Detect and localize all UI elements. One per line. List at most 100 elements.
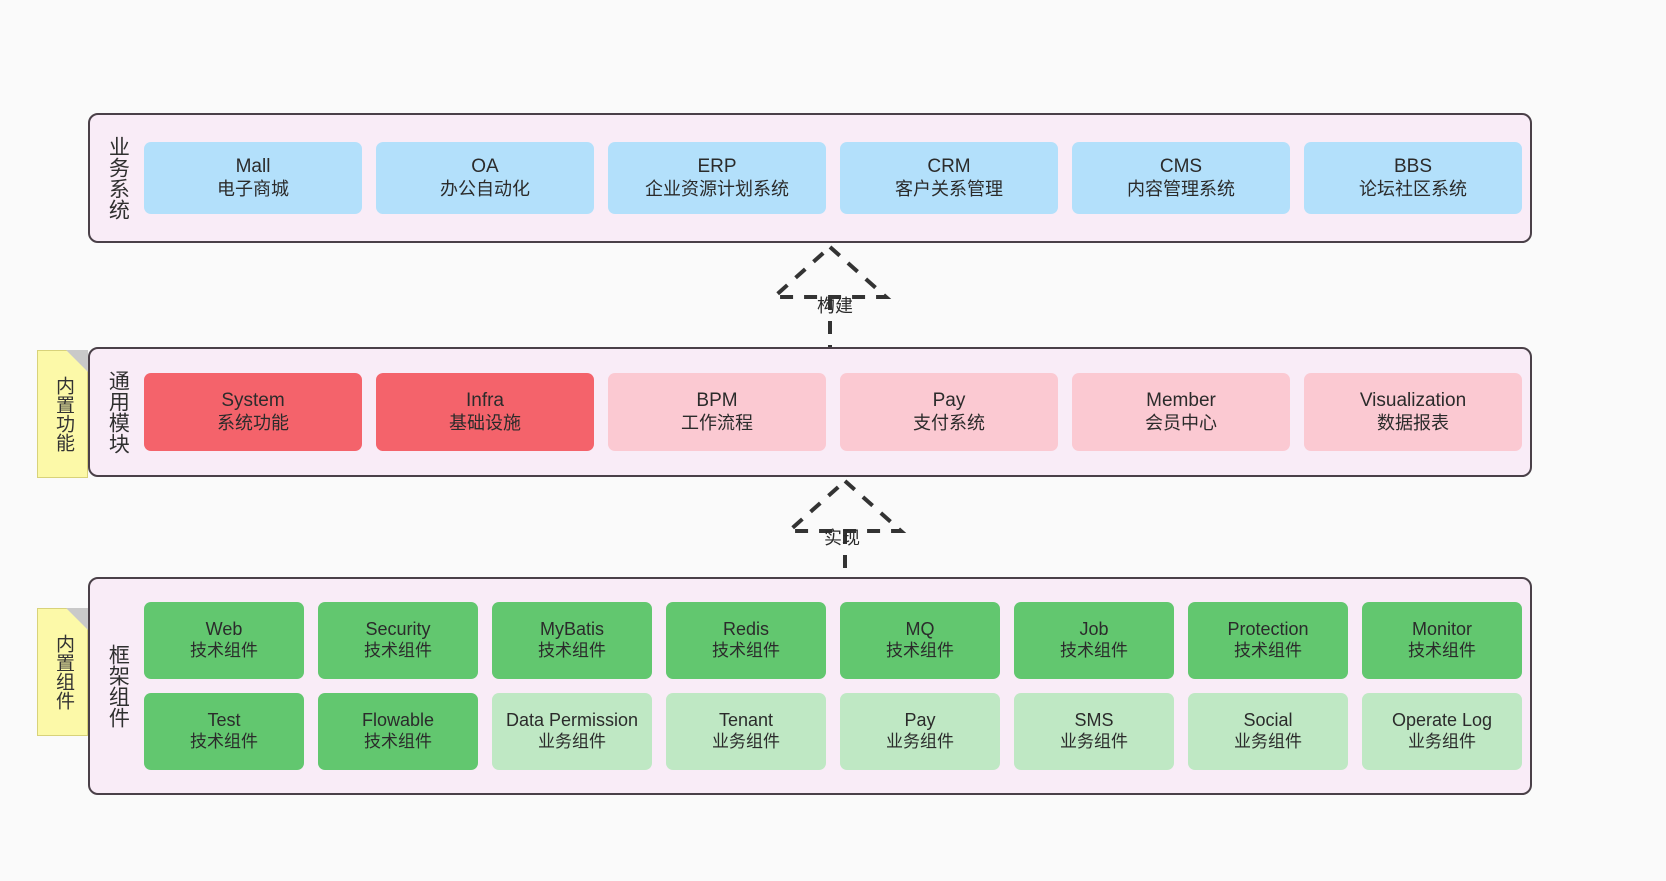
node-erp[interactable]: ERP 企业资源计划系统 (608, 142, 826, 214)
sticky-note-builtin-components: 内置组件 (37, 608, 88, 736)
node-title: Social (1243, 710, 1293, 731)
node-title: Member (1146, 390, 1216, 412)
node-subtitle: 技术组件 (190, 641, 258, 661)
node-subtitle: 技术组件 (712, 641, 780, 661)
node-subtitle: 业务组件 (1060, 732, 1128, 752)
connector-label-build: 构建 (817, 296, 853, 316)
node-subtitle: 技术组件 (364, 732, 432, 752)
node-title: Pay (904, 710, 936, 731)
node-title: BPM (696, 390, 738, 412)
node-cms[interactable]: CMS 内容管理系统 (1072, 142, 1290, 214)
box-row: Test 技术组件 Flowable 技术组件 Data Permission … (144, 693, 1522, 770)
node-subtitle: 办公自动化 (440, 178, 530, 199)
node-subtitle: 技术组件 (886, 641, 954, 661)
node-title: Redis (722, 619, 770, 640)
node-subtitle: 企业资源计划系统 (645, 178, 789, 199)
sticky-note-label: 内置组件 (52, 634, 74, 710)
node-title: Flowable (361, 710, 435, 731)
node-mall[interactable]: Mall 电子商城 (144, 142, 362, 214)
node-subtitle: 工作流程 (681, 412, 753, 433)
node-pay-component[interactable]: Pay 业务组件 (840, 693, 1000, 770)
node-title: Web (205, 619, 243, 640)
node-subtitle: 论坛社区系统 (1359, 178, 1467, 199)
node-title: Pay (932, 390, 966, 412)
arrowhead-triangle (768, 244, 892, 299)
node-mq[interactable]: MQ 技术组件 (840, 602, 1000, 679)
node-title: Data Permission (505, 710, 639, 731)
node-title: CRM (927, 156, 971, 178)
node-member[interactable]: Member 会员中心 (1072, 373, 1290, 451)
node-monitor[interactable]: Monitor 技术组件 (1362, 602, 1522, 679)
layer-body-common-modules: System 系统功能 Infra 基础设施 BPM 工作流程 Pay 支付系统… (134, 349, 1530, 475)
node-protection[interactable]: Protection 技术组件 (1188, 602, 1348, 679)
box-row: System 系统功能 Infra 基础设施 BPM 工作流程 Pay 支付系统… (144, 373, 1522, 451)
sticky-note-label: 内置功能 (52, 376, 74, 452)
node-subtitle: 业务组件 (538, 732, 606, 752)
node-crm[interactable]: CRM 客户关系管理 (840, 142, 1058, 214)
node-visualization[interactable]: Visualization 数据报表 (1304, 373, 1522, 451)
node-title: BBS (1393, 156, 1433, 178)
node-subtitle: 技术组件 (1060, 641, 1128, 661)
node-title: SMS (1074, 710, 1114, 731)
node-subtitle: 技术组件 (190, 732, 258, 752)
node-bpm[interactable]: BPM 工作流程 (608, 373, 826, 451)
node-subtitle: 内容管理系统 (1127, 178, 1235, 199)
node-redis[interactable]: Redis 技术组件 (666, 602, 826, 679)
node-subtitle: 数据报表 (1377, 412, 1449, 433)
page-fold-icon (66, 350, 88, 372)
page-fold-icon (66, 608, 88, 630)
node-title: Monitor (1411, 619, 1473, 640)
node-subtitle: 基础设施 (449, 412, 521, 433)
node-test[interactable]: Test 技术组件 (144, 693, 304, 770)
node-title: Operate Log (1391, 710, 1493, 731)
node-tenant[interactable]: Tenant 业务组件 (666, 693, 826, 770)
node-title: MQ (905, 619, 935, 640)
sticky-note-builtin-features: 内置功能 (37, 350, 88, 478)
node-title: OA (471, 156, 499, 178)
node-bbs[interactable]: BBS 论坛社区系统 (1304, 142, 1522, 214)
node-social[interactable]: Social 业务组件 (1188, 693, 1348, 770)
node-mybatis[interactable]: MyBatis 技术组件 (492, 602, 652, 679)
node-title: Tenant (718, 710, 774, 731)
node-title: Visualization (1359, 390, 1467, 412)
node-title: MyBatis (539, 619, 604, 640)
node-subtitle: 电子商城 (217, 178, 289, 199)
node-subtitle: 技术组件 (1234, 641, 1302, 661)
node-title: Job (1079, 619, 1109, 640)
node-title: Security (365, 619, 431, 640)
node-subtitle: 业务组件 (886, 732, 954, 752)
node-title: ERP (697, 156, 737, 178)
node-data-permission[interactable]: Data Permission 业务组件 (492, 693, 652, 770)
node-subtitle: 系统功能 (217, 412, 289, 433)
connector-label-implement: 实现 (824, 528, 860, 548)
node-subtitle: 支付系统 (913, 412, 985, 433)
layer-label-business-systems: 业务系统 (106, 136, 130, 220)
node-oa[interactable]: OA 办公自动化 (376, 142, 594, 214)
node-title: Mall (235, 156, 271, 178)
layer-label-common-modules: 通用模块 (106, 370, 130, 454)
node-operate-log[interactable]: Operate Log 业务组件 (1362, 693, 1522, 770)
node-system[interactable]: System 系统功能 (144, 373, 362, 451)
node-subtitle: 客户关系管理 (895, 178, 1003, 199)
node-title: Test (207, 710, 241, 731)
box-row: Mall 电子商城 OA 办公自动化 ERP 企业资源计划系统 CRM 客户关系… (144, 142, 1522, 214)
node-infra[interactable]: Infra 基础设施 (376, 373, 594, 451)
node-subtitle: 业务组件 (712, 732, 780, 752)
node-subtitle: 技术组件 (1408, 641, 1476, 661)
node-title: Infra (465, 390, 505, 412)
node-title: System (221, 390, 285, 412)
node-title: CMS (1159, 156, 1203, 178)
layer-body-framework-components: Web 技术组件 Security 技术组件 MyBatis 技术组件 Redi… (134, 579, 1530, 793)
node-title: Protection (1227, 619, 1309, 640)
node-security[interactable]: Security 技术组件 (318, 602, 478, 679)
node-sms[interactable]: SMS 业务组件 (1014, 693, 1174, 770)
node-subtitle: 业务组件 (1234, 732, 1302, 752)
layer-body-business-systems: Mall 电子商城 OA 办公自动化 ERP 企业资源计划系统 CRM 客户关系… (134, 115, 1530, 241)
node-web[interactable]: Web 技术组件 (144, 602, 304, 679)
node-subtitle: 业务组件 (1408, 732, 1476, 752)
node-pay-module[interactable]: Pay 支付系统 (840, 373, 1058, 451)
node-job[interactable]: Job 技术组件 (1014, 602, 1174, 679)
layer-business-systems: 业务系统 Mall 电子商城 OA 办公自动化 ERP 企业资源计划系统 CRM… (88, 113, 1532, 243)
node-flowable[interactable]: Flowable 技术组件 (318, 693, 478, 770)
